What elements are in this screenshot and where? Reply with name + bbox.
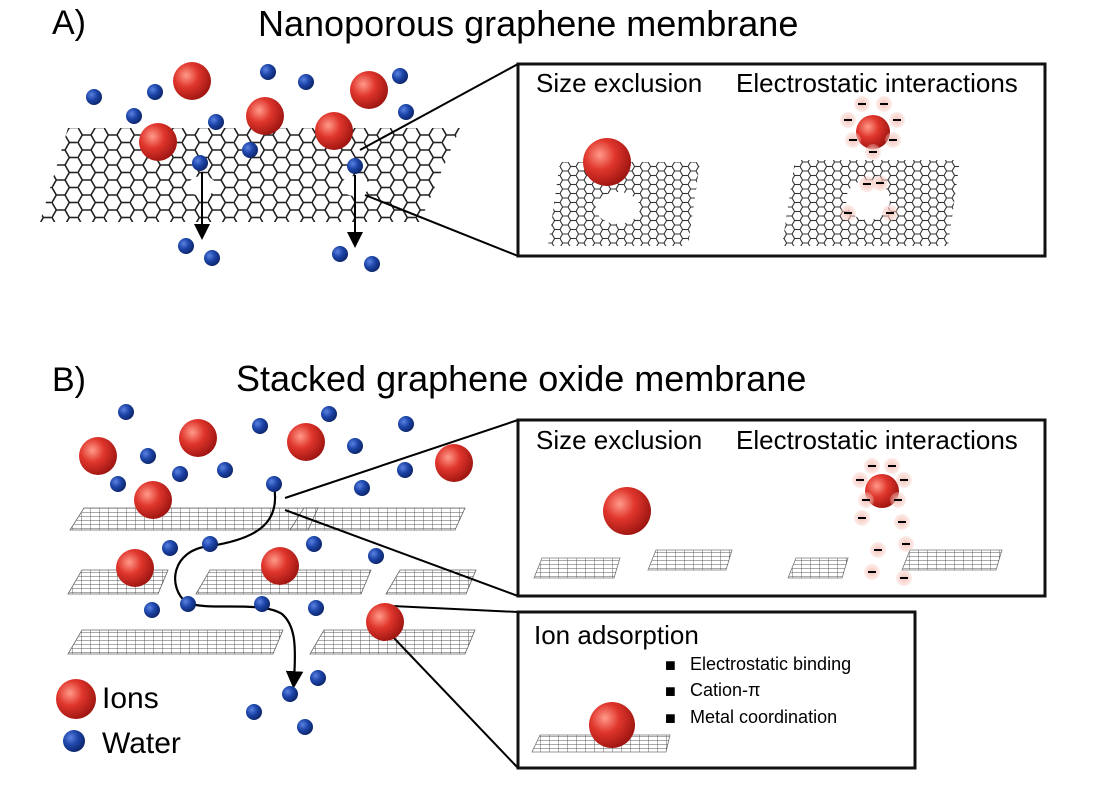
- water-molecule: [217, 462, 233, 478]
- water-molecule: [192, 155, 208, 171]
- ion-blocked: [603, 487, 651, 535]
- zoom-line: [359, 63, 519, 151]
- ion-charged: [856, 115, 890, 149]
- panel-b-letter: B): [52, 361, 86, 399]
- water-molecule: [252, 418, 268, 434]
- water-molecule: [398, 104, 414, 120]
- graphene-oxide-sheet: [67, 629, 284, 655]
- water-molecule: [110, 476, 126, 492]
- legend-ions-label: Ions: [102, 682, 159, 715]
- inset-sheet: [647, 549, 733, 571]
- water-molecule: [208, 114, 224, 130]
- ion-sphere: [287, 423, 325, 461]
- ion-sphere: [179, 419, 217, 457]
- ion-sphere: [173, 62, 211, 100]
- zoom-line: [391, 605, 519, 613]
- panel-a-title: Nanoporous graphene membrane: [258, 3, 799, 44]
- graphene-oxide-sheet: [385, 569, 477, 595]
- mechanism-bullet: ■: [665, 708, 676, 728]
- water-molecule: [86, 89, 102, 105]
- ion-sphere: [366, 603, 404, 641]
- graphene-oxide-sheet: [309, 629, 476, 655]
- inset-box-b1: [516, 418, 1047, 598]
- zoom-line: [364, 194, 519, 257]
- water-molecule: [308, 600, 324, 616]
- particle-layer: [56, 62, 914, 752]
- panel-b-size-exclusion-label: Size exclusion: [536, 425, 703, 455]
- ion-sphere: [134, 481, 172, 519]
- water-molecule: [254, 596, 270, 612]
- panel-a-letter: A): [52, 4, 86, 42]
- ion-adsorption-title: Ion adsorption: [534, 620, 699, 650]
- mechanism-cation-pi: Cation-π: [690, 680, 761, 700]
- legend-water-label: Water: [102, 727, 181, 760]
- ion-sphere: [315, 112, 353, 150]
- lattice-layer: [40, 128, 1003, 753]
- inset-sheet: [533, 557, 621, 579]
- panel-a-size-exclusion-label: Size exclusion: [536, 68, 703, 98]
- water-molecule: [144, 602, 160, 618]
- water-molecule: [202, 536, 218, 552]
- water-molecule: [321, 406, 337, 422]
- inset-box-a: [516, 62, 1047, 258]
- inset-sheet: [901, 549, 1003, 571]
- water-molecule: [397, 462, 413, 478]
- water-molecule: [332, 246, 348, 262]
- mechanism-bullet: ■: [665, 655, 676, 675]
- water-molecule: [126, 108, 142, 124]
- ion-sphere: [261, 547, 299, 585]
- panel-b-title: Stacked graphene oxide membrane: [236, 358, 807, 399]
- mechanism-bullet: ■: [665, 681, 676, 701]
- water-molecule: [246, 704, 262, 720]
- ion-blocked: [583, 138, 631, 186]
- inset-sheet: [787, 557, 849, 579]
- water-molecule: [140, 448, 156, 464]
- water-molecule: [266, 476, 282, 492]
- water-molecule: [306, 536, 322, 552]
- ion-sphere: [116, 549, 154, 587]
- water-molecule: [242, 142, 258, 158]
- water-molecule: [118, 404, 134, 420]
- water-molecule: [347, 158, 363, 174]
- water-molecule: [310, 670, 326, 686]
- water-molecule: [392, 68, 408, 84]
- panel-a-electrostatic-label: Electrostatic interactions: [736, 68, 1018, 98]
- zoom-line: [284, 419, 519, 499]
- mechanism-metal-coordination: Metal coordination: [690, 707, 838, 727]
- water-molecule: [398, 416, 414, 432]
- ion-sphere: [79, 437, 117, 475]
- water-molecule: [282, 686, 298, 702]
- graphene-oxide-sheet: [69, 507, 319, 531]
- ion-sphere: [435, 444, 473, 482]
- water-molecule: [368, 548, 384, 564]
- water-molecule: [364, 256, 380, 272]
- water-molecule: [297, 719, 313, 735]
- water-molecule: [260, 64, 276, 80]
- mechanism-electrostatic-binding: Electrostatic binding: [690, 654, 852, 674]
- water-molecule: [147, 84, 163, 100]
- water-molecule: [204, 250, 220, 266]
- legend-water-molecule: [63, 730, 85, 752]
- graphene-oxide-sheet: [289, 507, 466, 531]
- legend-ion-sphere: [56, 679, 96, 719]
- ion-sphere: [139, 123, 177, 161]
- water-molecule: [298, 74, 314, 90]
- water-molecule: [178, 238, 194, 254]
- inset-box-b2: [516, 610, 917, 770]
- water-molecule: [347, 438, 363, 454]
- water-molecule: [162, 540, 178, 556]
- ion-sphere: [246, 97, 284, 135]
- water-molecule: [172, 466, 188, 482]
- zoom-line: [284, 509, 519, 597]
- water-molecule: [354, 480, 370, 496]
- inset-pore: [596, 192, 640, 224]
- water-molecule: [180, 596, 196, 612]
- zoom-line: [391, 635, 519, 769]
- panel-b-electrostatic-label: Electrostatic interactions: [736, 425, 1018, 455]
- ion-sphere: [350, 71, 388, 109]
- ion-adsorbed: [589, 702, 635, 748]
